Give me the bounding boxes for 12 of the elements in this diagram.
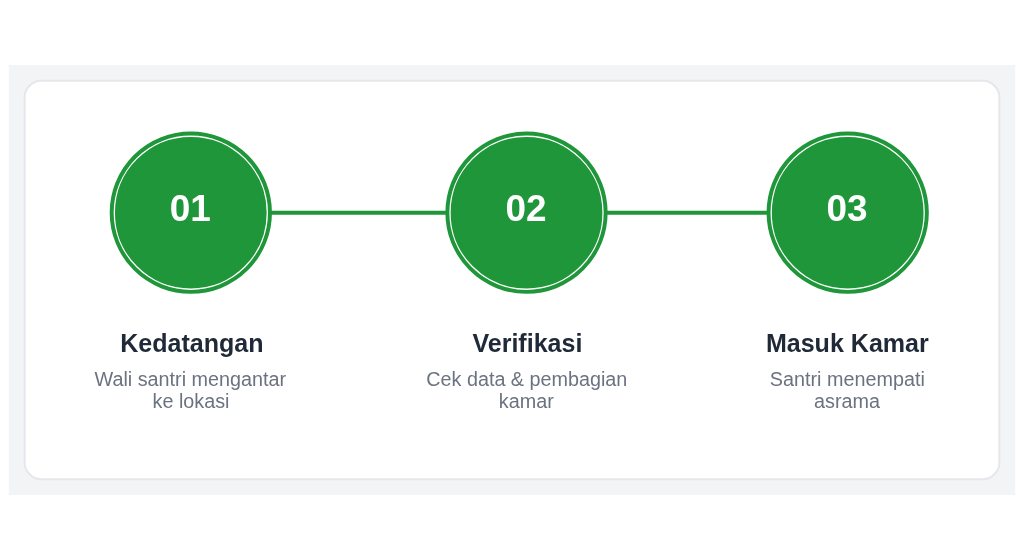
node-circle: 01 [109, 131, 272, 294]
connector [270, 210, 447, 215]
cluster [23, 79, 1001, 480]
node-label: Santri menempati asrama [769, 367, 925, 412]
node-label: Wali santri mengantar ke lokasi [94, 367, 287, 412]
node-circle: 02 [445, 131, 608, 294]
node-circle: 03 [766, 131, 929, 294]
node-label: Masuk Kamar [765, 327, 929, 356]
node-label: Cek data & pembagian kamar [426, 367, 628, 412]
connector [605, 210, 769, 215]
node-label: Verifikasi [472, 327, 583, 356]
node-label: Kedatangan [120, 327, 264, 356]
